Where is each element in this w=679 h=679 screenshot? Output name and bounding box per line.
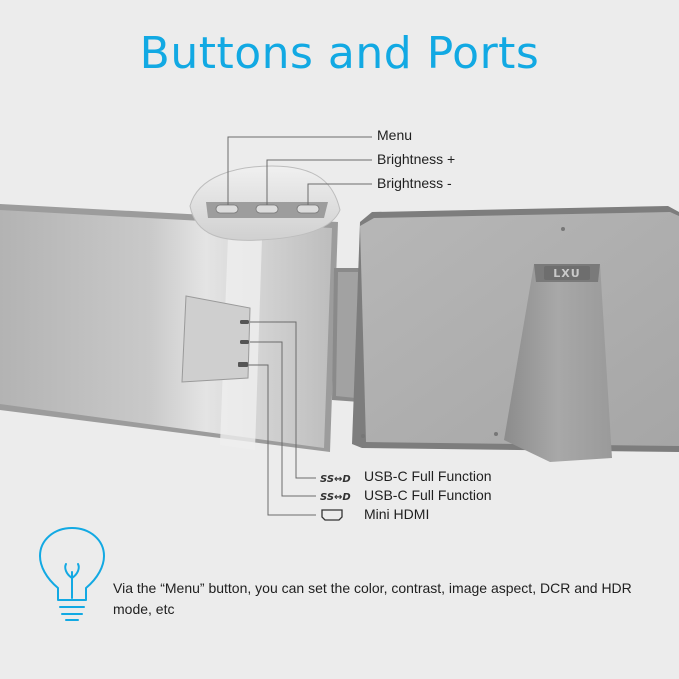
usb-c-port-1-label: USB-C Full Function xyxy=(364,468,492,484)
brightness-down-button[interactable] xyxy=(296,204,320,214)
mini-hdmi-port xyxy=(238,362,248,367)
superspeed-usb-c-icon: SS↔D xyxy=(320,492,351,503)
menu-button-label: Menu xyxy=(377,127,413,143)
menu-tip-text: Via the “Menu” button, you can set the c… xyxy=(113,580,632,617)
brand-logo: LXU xyxy=(553,267,580,280)
brightness-down-label: Brightness - xyxy=(377,175,452,191)
buttons-closeup xyxy=(189,165,341,241)
mini-hdmi-icon xyxy=(321,509,343,521)
brightness-up-button[interactable] xyxy=(255,204,279,214)
left-monitor xyxy=(0,204,338,452)
port-callout-lines xyxy=(248,321,316,516)
usb-c-port-2-label: USB-C Full Function xyxy=(364,487,492,503)
lightbulb-icon xyxy=(39,527,105,621)
brightness-up-label: Brightness + xyxy=(377,151,456,167)
mini-hdmi-port-label: Mini HDMI xyxy=(364,506,430,522)
usb-c-port-1 xyxy=(240,320,249,324)
page-title: Buttons and Ports xyxy=(139,28,540,79)
ports-panel xyxy=(181,295,251,383)
menu-button[interactable] xyxy=(215,204,239,214)
superspeed-usb-c-icon: SS↔D xyxy=(320,474,351,485)
usb-c-port-2 xyxy=(240,340,249,344)
kickstand: LXU xyxy=(504,264,612,462)
port-icons: SS↔D SS↔D xyxy=(320,474,351,521)
hinge-connector xyxy=(332,268,362,402)
button-callout-lines xyxy=(227,136,372,205)
